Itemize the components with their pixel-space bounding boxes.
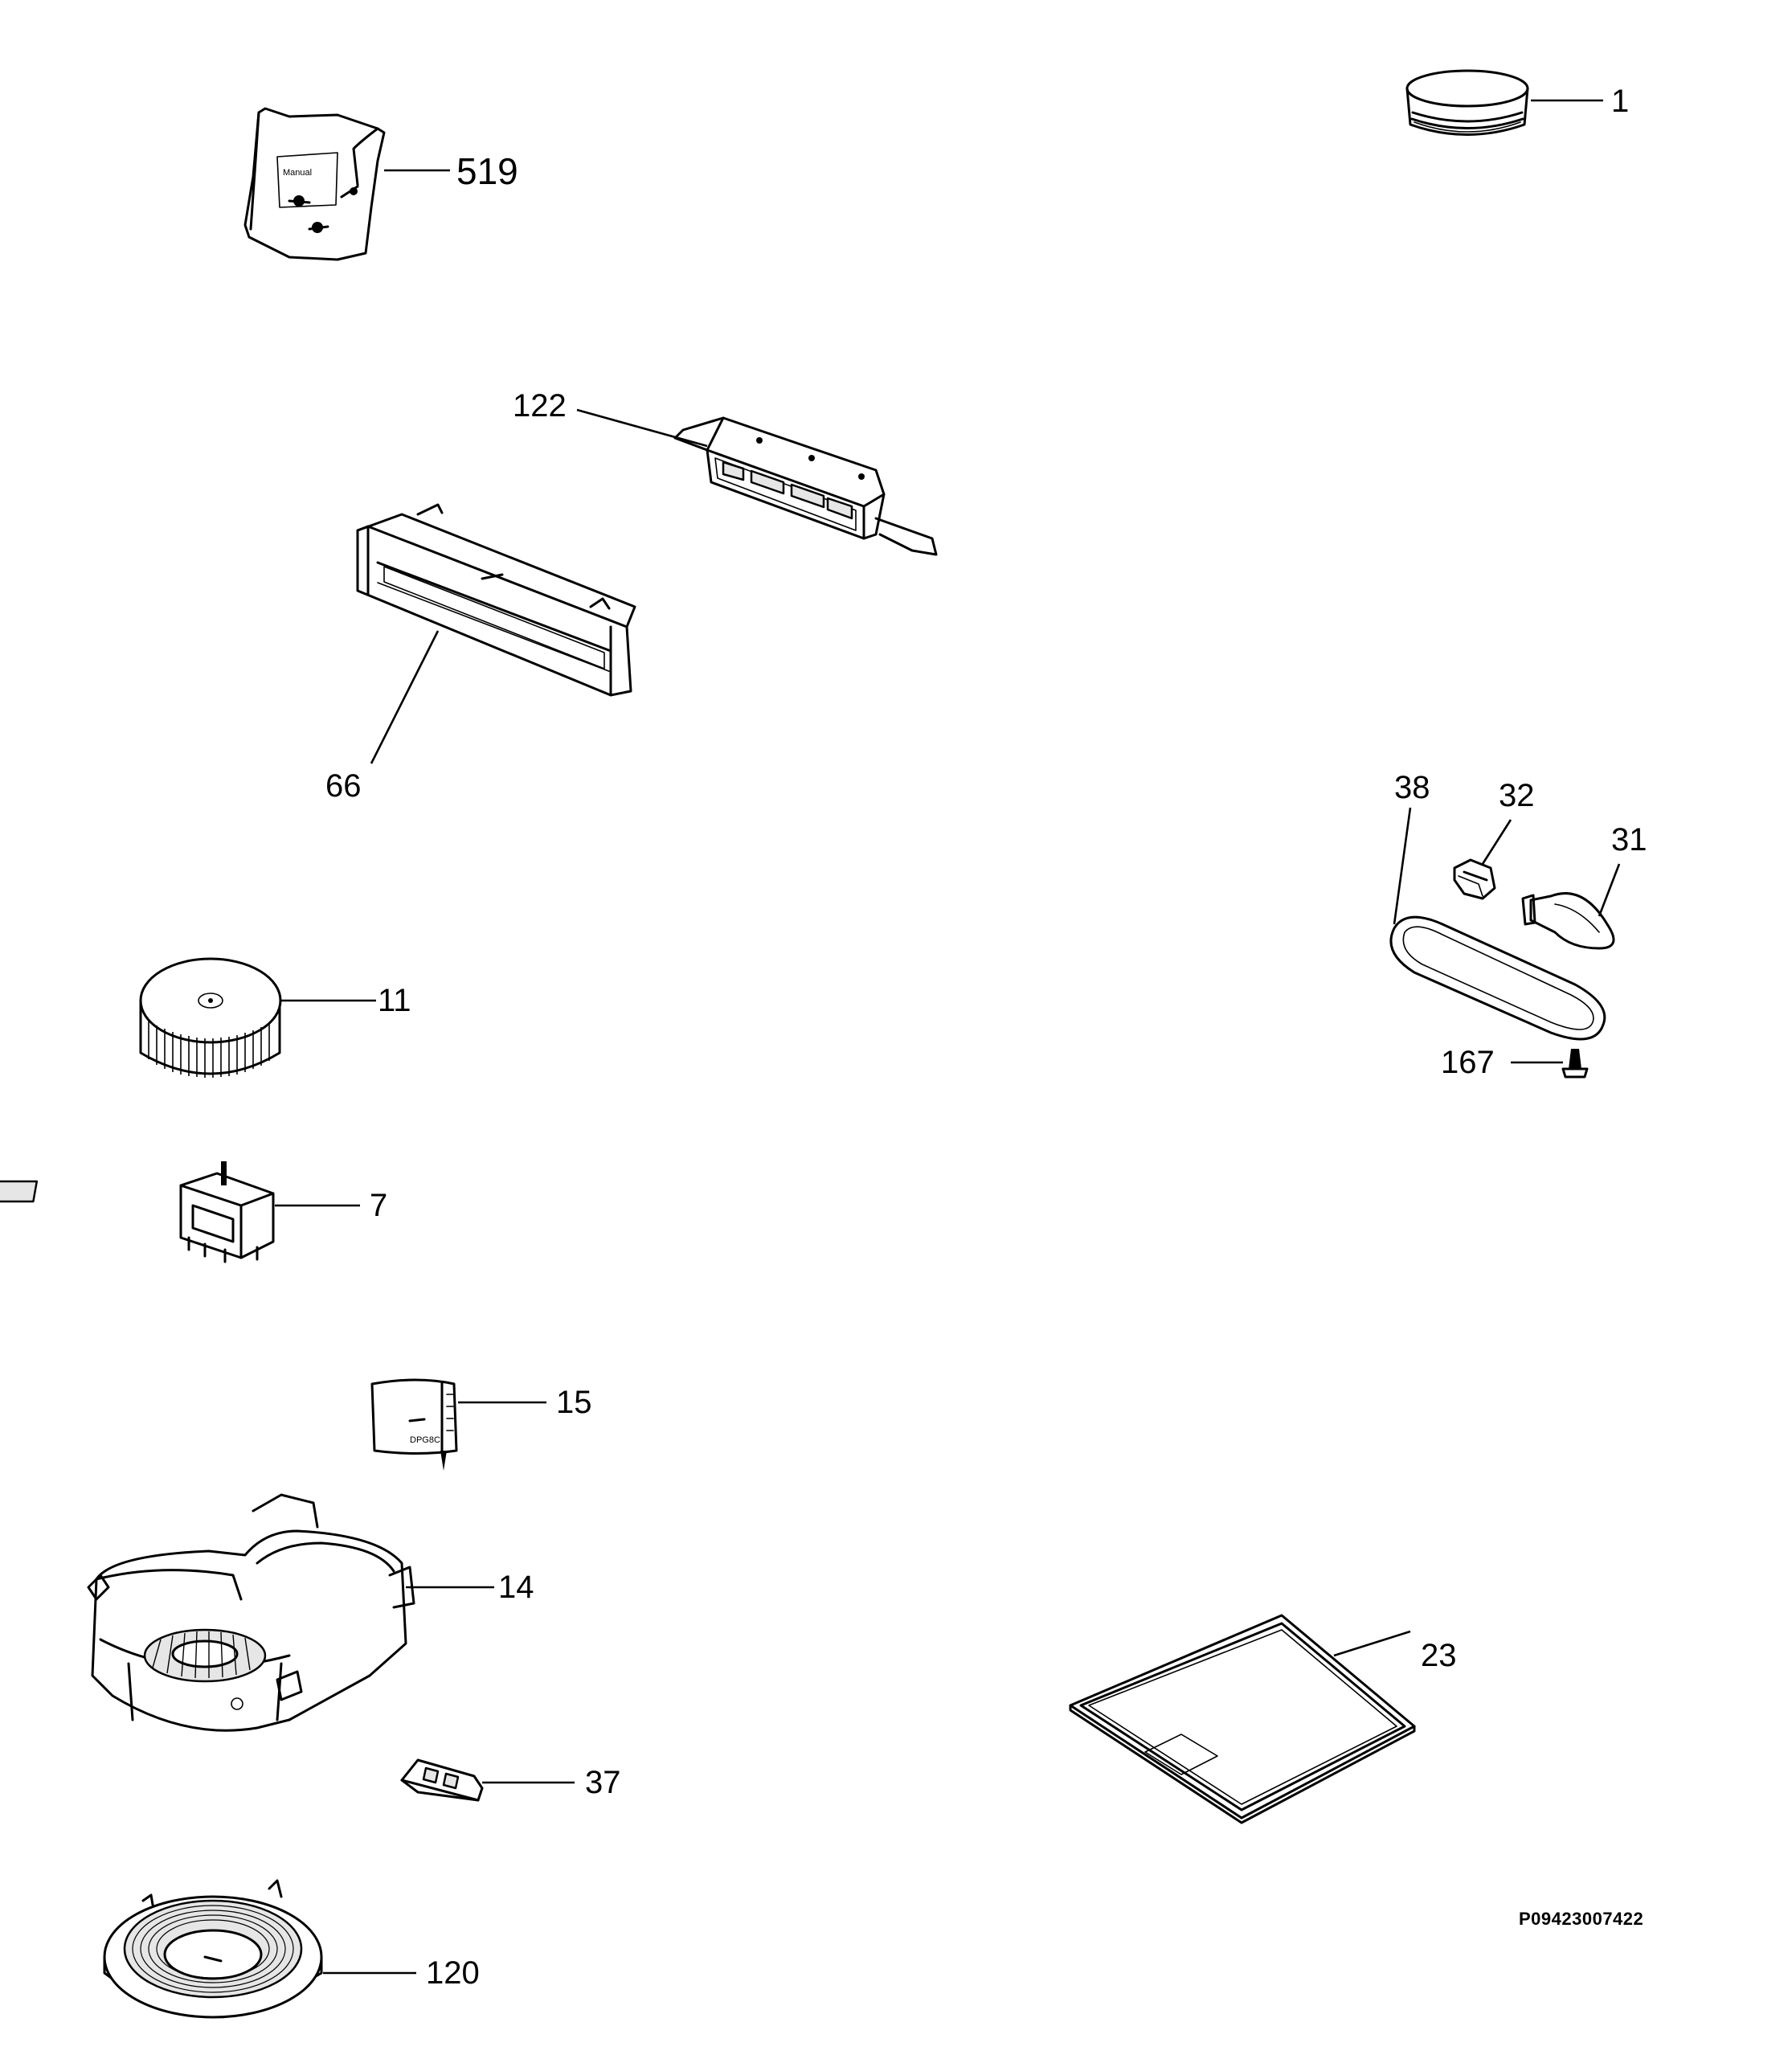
callout-120: 120	[426, 1955, 480, 1991]
lamp-group-drawing	[1389, 807, 1621, 1079]
capacitor-mark: DPG8C	[410, 1435, 440, 1445]
kit-bag-drawing: Manual	[243, 107, 450, 261]
callout-1: 1	[1611, 84, 1630, 119]
callout-122: 122	[513, 388, 567, 424]
collar-ring-drawing	[1405, 69, 1603, 136]
callout-14: 14	[498, 1570, 534, 1605]
callout-66: 66	[325, 768, 362, 804]
fan-wheel-drawing	[139, 957, 376, 1078]
callout-32: 32	[1499, 778, 1535, 813]
motor-housing-drawing	[87, 1493, 494, 1732]
callout-38: 38	[1394, 770, 1430, 805]
callout-11: 11	[378, 983, 411, 1018]
callout-15: 15	[556, 1385, 592, 1420]
callout-37: 37	[585, 1765, 621, 1800]
switch-drawing	[0, 1161, 360, 1263]
callout-31: 31	[1611, 822, 1647, 858]
document-id: P09423007422	[1519, 1909, 1644, 1929]
control-panel-rear-drawing	[576, 408, 938, 556]
callout-23: 23	[1421, 1638, 1457, 1673]
control-panel-front-drawing	[356, 503, 636, 764]
capacitor-drawing: DPG8C	[370, 1378, 546, 1471]
callout-519: 519	[456, 150, 518, 192]
terminal-block-drawing	[400, 1758, 575, 1802]
bag-card-text: Manual	[283, 168, 312, 178]
carbon-filter-drawing	[103, 1879, 416, 2019]
grease-filter-drawing	[1069, 1614, 1416, 1824]
callout-7: 7	[370, 1188, 388, 1223]
callout-167: 167	[1441, 1045, 1495, 1080]
